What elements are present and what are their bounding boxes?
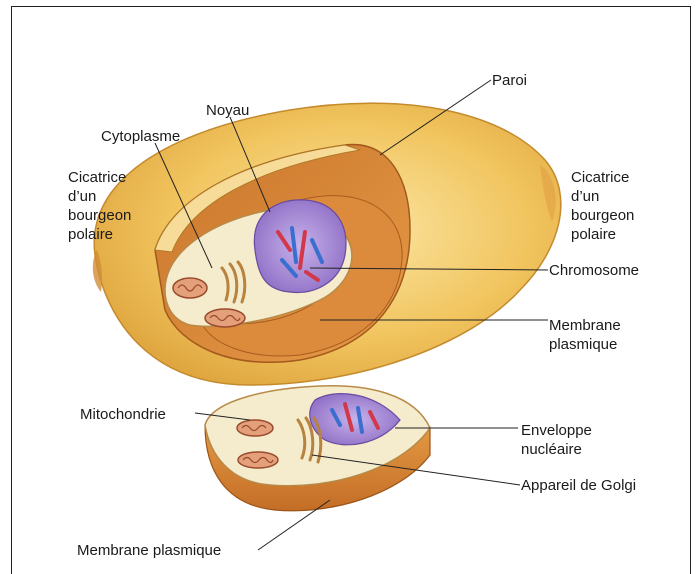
label-membrane-plasmique-bottom: Membrane plasmique: [77, 541, 221, 560]
label-membrane-plasmique-right: Membrane plasmique: [549, 316, 621, 354]
label-noyau: Noyau: [206, 101, 249, 120]
label-paroi: Paroi: [492, 71, 527, 90]
label-cicatrice-right: Cicatrice d’un bourgeon polaire: [571, 168, 634, 244]
label-cytoplasme: Cytoplasme: [101, 127, 180, 146]
label-appareil-golgi: Appareil de Golgi: [521, 476, 636, 495]
nucleus: [254, 200, 346, 293]
label-mitochondrie: Mitochondrie: [80, 405, 166, 424]
label-cicatrice-left: Cicatrice d’un bourgeon polaire: [68, 168, 131, 244]
label-chromosome: Chromosome: [549, 261, 639, 280]
label-enveloppe-nucleaire: Enveloppe nucléaire: [521, 421, 592, 459]
cell-slice: [205, 386, 430, 511]
